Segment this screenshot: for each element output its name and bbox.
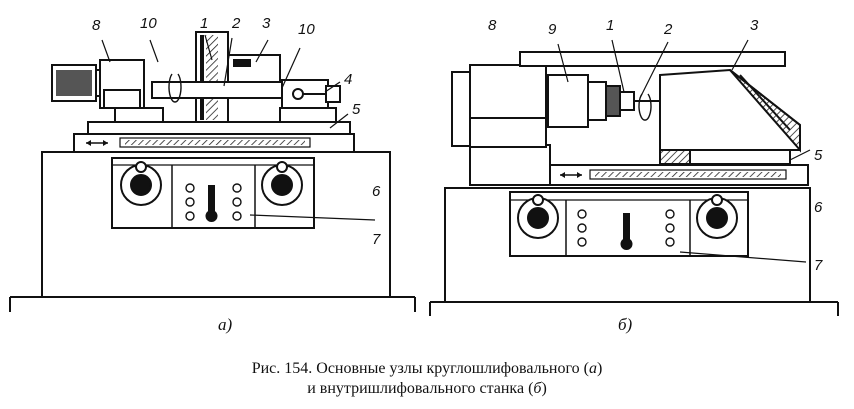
callout-r7: 7	[814, 257, 823, 274]
callout-2: 2	[231, 15, 241, 32]
wheelhead-right	[469, 64, 547, 148]
lever-icon	[208, 185, 215, 215]
callout-10b: 10	[298, 21, 315, 38]
sublabel-a: а)	[218, 315, 233, 334]
machine-diagram: 8 10 1 2 3 10 4 5 6 7 а)	[9, 15, 839, 334]
spindle	[547, 74, 589, 128]
callout-4: 4	[344, 71, 352, 88]
callout-7: 7	[372, 231, 381, 248]
button-panel	[185, 183, 242, 221]
caption-line-2: и внутришлифовального станка (б)	[307, 380, 547, 397]
carriage	[87, 121, 351, 135]
callout-r2: 2	[663, 21, 673, 38]
callout-r1: 1	[606, 17, 614, 34]
callout-6: 6	[372, 183, 381, 200]
callout-8: 8	[92, 17, 101, 34]
callout-1: 1	[200, 15, 208, 32]
callout-r3: 3	[750, 17, 759, 34]
rotation-arrow-icon	[168, 73, 182, 103]
rotation-arrow-icon-right	[638, 93, 652, 121]
top-frame	[519, 51, 786, 67]
workpiece	[151, 81, 291, 99]
figure-caption: Рис. 154. Основные узлы круглошлифовальн…	[0, 359, 854, 399]
callout-r9: 9	[548, 21, 557, 38]
callout-r8: 8	[488, 17, 497, 34]
callout-3: 3	[262, 15, 271, 32]
callout-5: 5	[352, 101, 361, 118]
callout-10: 10	[140, 15, 157, 32]
caption-line-1: Рис. 154. Основные узлы круглошлифовальн…	[251, 360, 603, 377]
left-leaders	[101, 34, 376, 221]
sublabel-b: б)	[618, 315, 633, 334]
right-callouts: 8 9 1 2 3 5 6 7 б)	[488, 17, 823, 334]
lever-icon-right	[623, 213, 630, 243]
internal-grinder	[429, 51, 839, 316]
callout-r6: 6	[814, 199, 823, 216]
callout-r5: 5	[814, 147, 823, 164]
cylindrical-grinder	[9, 31, 416, 312]
right-leaders	[557, 39, 811, 263]
left-callouts: 8 10 1 2 3 10 4 5 6 7 а)	[92, 15, 381, 334]
